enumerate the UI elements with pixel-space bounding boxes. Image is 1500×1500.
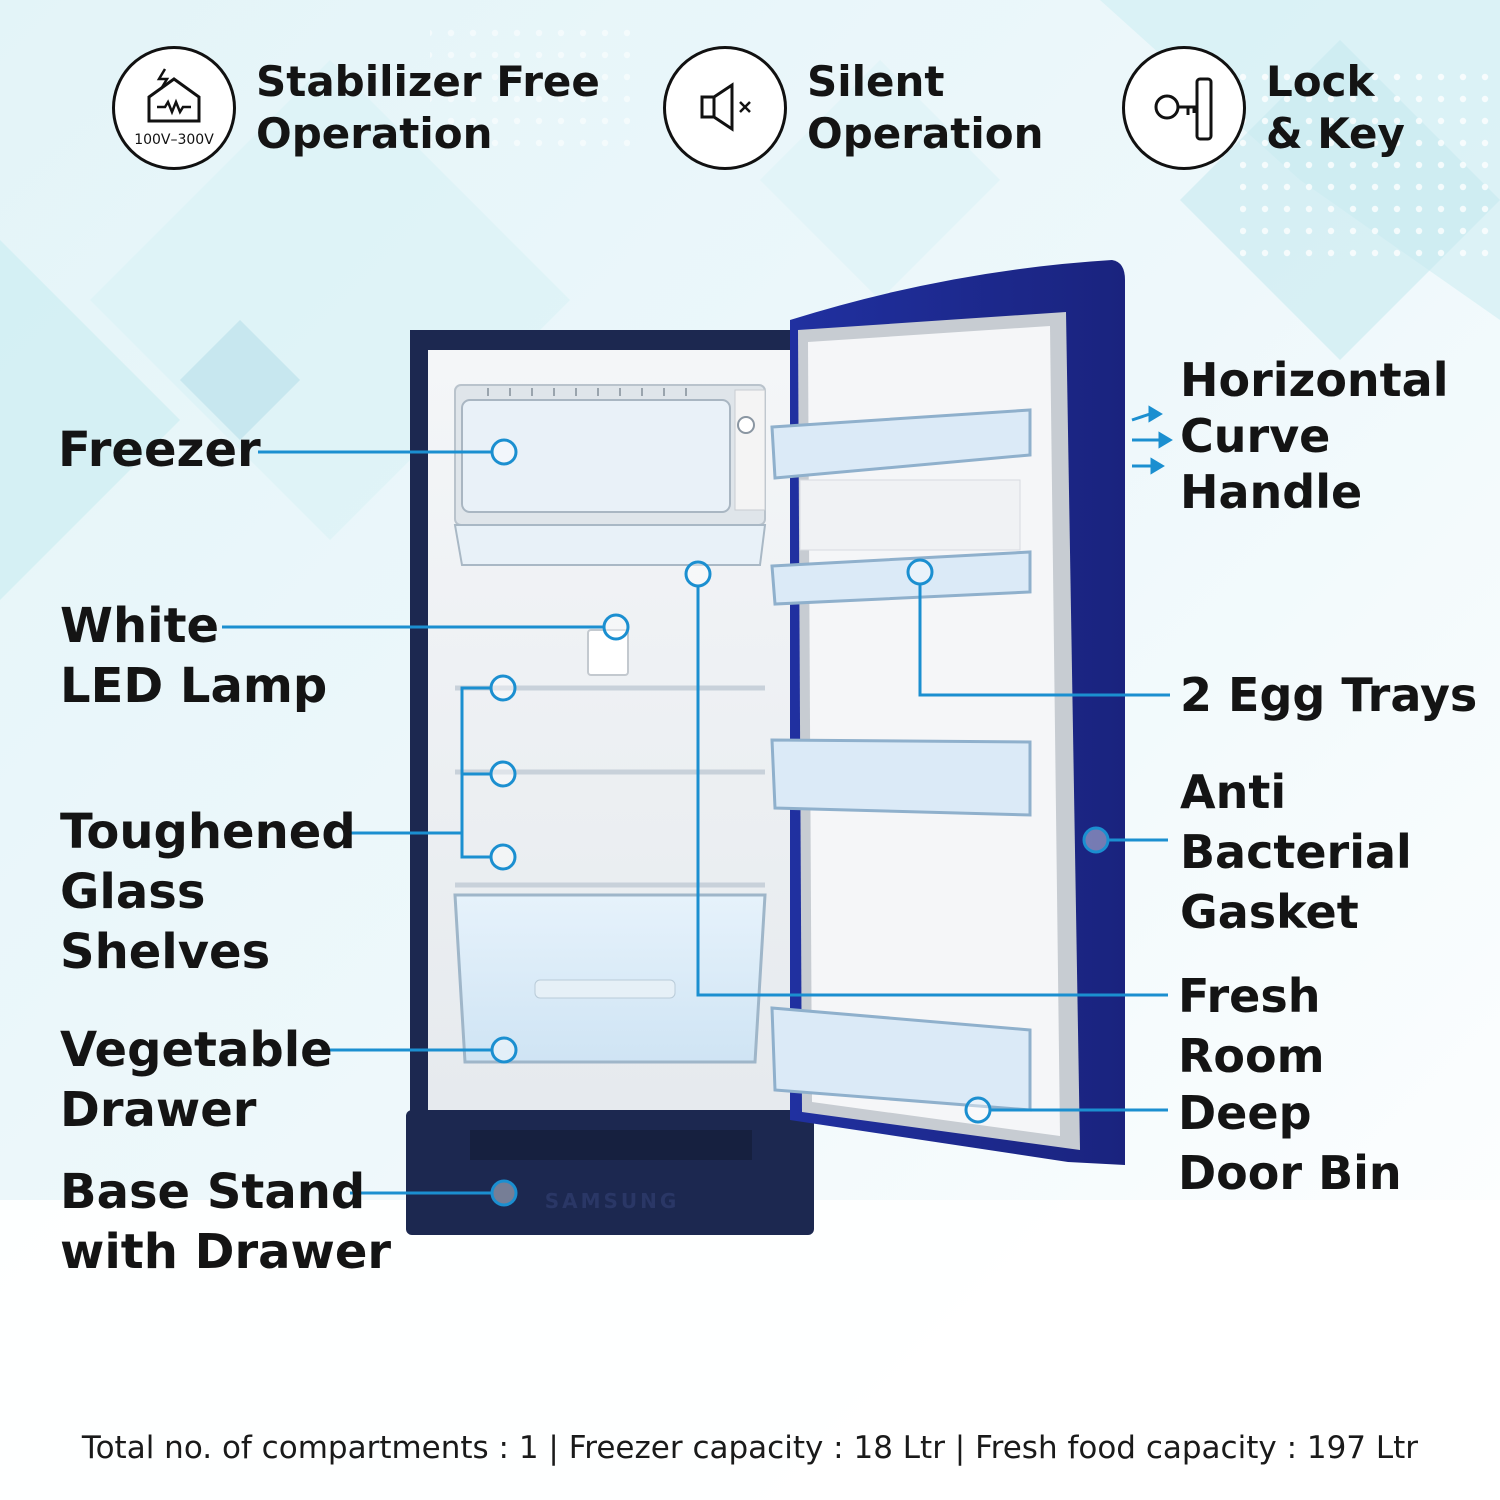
callout-base-stand: Base Stand with Drawer: [60, 1164, 392, 1280]
callout-fresh-room: Fresh Room: [1178, 969, 1325, 1083]
speaker-mute-icon: [663, 46, 787, 170]
capacity-footer: Total no. of compartments : 1 | Freezer …: [81, 1430, 1419, 1466]
feature-label: Silent Operation: [807, 57, 1044, 158]
feature-lock-key: Lock & Key: [1122, 46, 1405, 170]
callout-freezer: Freezer: [58, 422, 261, 478]
callout-vegetable-drawer: Vegetable Drawer: [60, 1022, 333, 1138]
lock-key-icon: [1122, 46, 1246, 170]
feature-label: Stabilizer Free Operation: [256, 57, 600, 158]
callout-glass-shelves: Toughened Glass Shelves: [60, 804, 356, 980]
callout-door-bin: Deep Door Bin: [1178, 1086, 1402, 1200]
brand-logo: SAMSUNG: [545, 1189, 680, 1213]
svg-text:100V–300V: 100V–300V: [134, 132, 214, 148]
voltage-house-icon: 100V–300V: [112, 46, 236, 170]
feature-silent-operation: Silent Operation: [663, 46, 1044, 170]
callout-handle: Horizontal Curve Handle: [1180, 353, 1449, 519]
callout-gasket: Anti Bacterial Gasket: [1180, 765, 1412, 939]
feature-label: Lock & Key: [1266, 57, 1405, 158]
callout-led-lamp: White LED Lamp: [60, 598, 328, 714]
callout-egg-trays: 2 Egg Trays: [1180, 668, 1478, 722]
feature-stabilizer-free: 100V–300V Stabilizer Free Operation: [112, 46, 600, 170]
